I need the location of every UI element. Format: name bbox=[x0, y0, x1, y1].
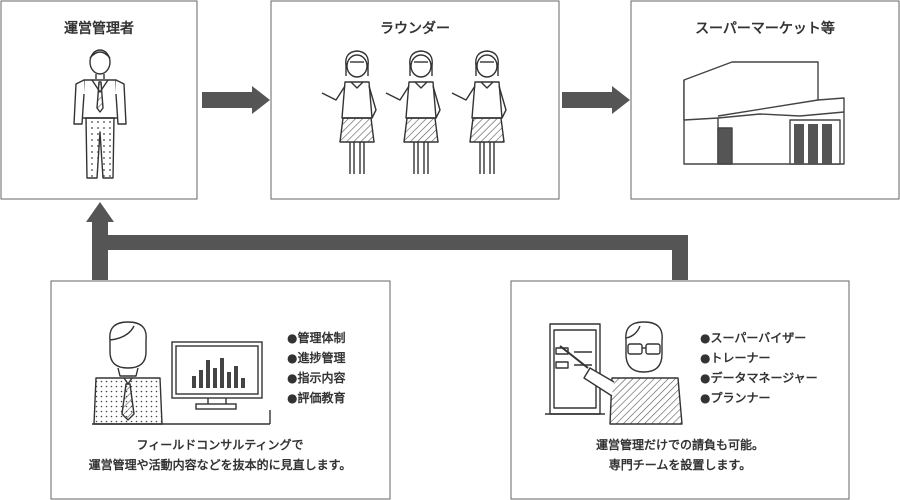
monitor-chart-icon bbox=[171, 341, 263, 410]
team-caption-line-1: 運営管理だけでの請負も可能。 bbox=[596, 437, 764, 452]
consulting-item-1: ●管理体制 bbox=[287, 330, 345, 345]
consulting-caption-line-1: フィールドコンサルティングで bbox=[136, 437, 303, 452]
team-item-1: ●スーパーバイザー bbox=[700, 331, 806, 345]
team-item-2: ●トレーナー bbox=[700, 351, 770, 365]
team-caption-line-2: 専門チームを設置します。 bbox=[609, 457, 751, 472]
manager-figure-icon bbox=[73, 49, 127, 179]
team-item-3: ●データマネージャー bbox=[700, 370, 818, 385]
store-building-icon bbox=[683, 61, 845, 165]
feedback-arrow-icon bbox=[86, 202, 688, 280]
rounder-title: ラウンダー bbox=[380, 20, 450, 37]
arrow-manager-to-rounder-icon bbox=[202, 86, 270, 114]
manager-title: 運営管理者 bbox=[64, 20, 134, 37]
presenter-figure-icon bbox=[583, 321, 683, 425]
consultant-figure-icon bbox=[92, 321, 271, 425]
team-item-4: ●プランナー bbox=[700, 390, 770, 405]
consulting-item-3: ●指示内容 bbox=[287, 370, 345, 385]
rounder-figure-2-icon bbox=[385, 50, 441, 174]
arrow-rounder-to-store-icon bbox=[562, 86, 630, 114]
rounder-figure-1-icon bbox=[321, 50, 377, 174]
consulting-item-2: ●進捗管理 bbox=[287, 350, 345, 365]
rounder-figure-3-icon bbox=[451, 50, 507, 174]
consulting-caption-line-2: 運営管理や活動内容などを抜本的に見直します。 bbox=[89, 457, 352, 472]
consulting-item-4: ●評価教育 bbox=[287, 390, 345, 405]
presenter-board-icon bbox=[545, 323, 605, 415]
store-title: スーパーマーケット等 bbox=[695, 20, 835, 37]
